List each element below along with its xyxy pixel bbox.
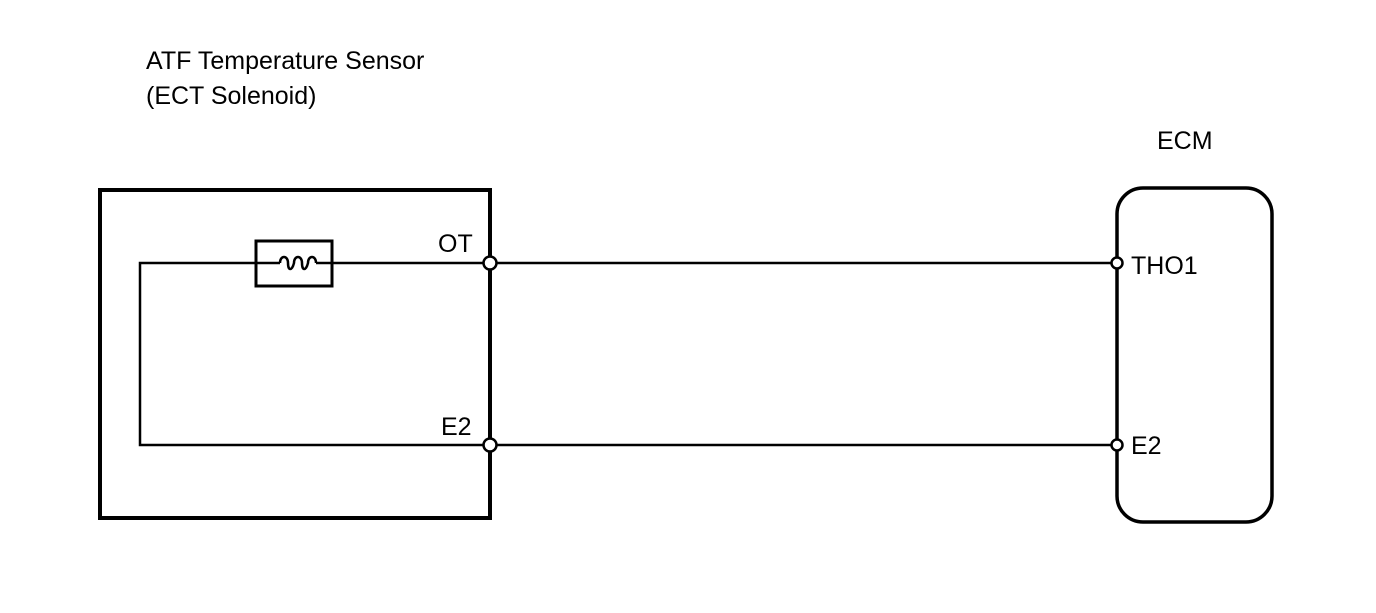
terminal-e2-sensor	[482, 437, 498, 453]
pin-label-e2-sensor: E2	[441, 413, 472, 441]
terminal-ot	[482, 255, 498, 271]
thermistor-icon	[254, 239, 334, 288]
pin-label-tho1: THO1	[1131, 252, 1198, 280]
ecm-box	[1115, 186, 1274, 524]
ecm-title: ECM	[1157, 127, 1213, 155]
sensor-title: ATF Temperature Sensor	[146, 47, 425, 75]
terminal-tho1	[1110, 256, 1124, 270]
sensor-internal-loop	[138, 261, 490, 447]
pin-label-e2-ecm: E2	[1131, 432, 1162, 460]
pin-label-ot: OT	[438, 230, 473, 258]
terminal-e2-ecm	[1110, 438, 1124, 452]
sensor-subtitle: (ECT Solenoid)	[146, 82, 317, 110]
sensor-box	[98, 188, 492, 520]
